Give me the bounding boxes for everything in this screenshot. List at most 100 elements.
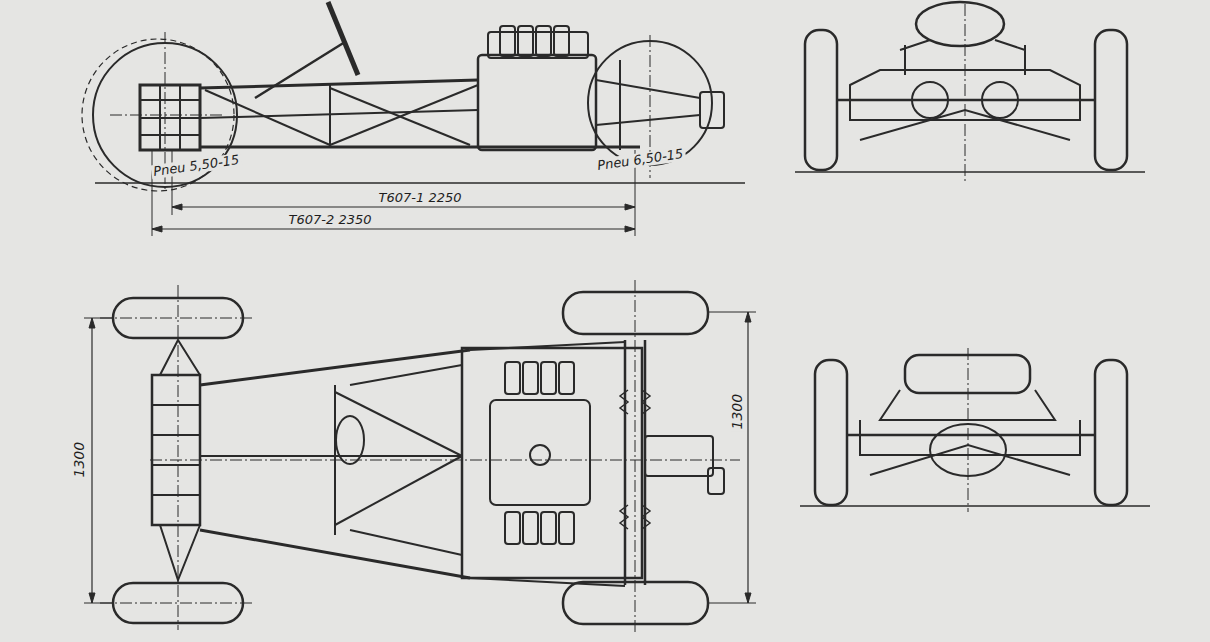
drawing-line (505, 512, 520, 544)
drawing-line (541, 512, 556, 544)
drawing-line (200, 530, 470, 578)
drawing-line (91, 318, 92, 603)
drawing-line (596, 80, 700, 98)
drawing-line (912, 82, 948, 118)
side-view (82, 2, 745, 236)
drawing-line (172, 150, 173, 215)
drawing-line (596, 115, 700, 125)
tyre-size: Pneu 6,50-15 (594, 147, 686, 174)
drawing-line (860, 110, 1070, 140)
drawing-line (880, 390, 1055, 420)
drawing-line (335, 392, 462, 456)
drawing-line (329, 84, 331, 148)
drawing-line (488, 32, 588, 58)
drawing-line (536, 26, 551, 56)
drawing-line (160, 340, 200, 580)
drawing-line (328, 2, 358, 75)
drawing-line (490, 400, 590, 505)
drawing-line (505, 362, 520, 394)
drawing-line (645, 436, 713, 476)
drawing-line (559, 362, 574, 394)
drawing-line (541, 362, 556, 394)
drawing-line (150, 460, 740, 461)
drawing-line (330, 88, 470, 145)
drawing-line (518, 26, 533, 56)
drawing-line (847, 434, 1095, 437)
drawing-line (152, 150, 153, 236)
drawing-line (140, 99, 200, 101)
drawing-line (335, 456, 462, 525)
drawing-line (152, 494, 200, 496)
track-dimension: 1300 (730, 392, 745, 432)
drawing-line (554, 26, 569, 56)
drawing-line (700, 92, 724, 128)
front-view (795, 2, 1145, 182)
drawing-line (708, 603, 756, 604)
drawing-line (84, 318, 113, 319)
drawing-line (200, 80, 478, 88)
tyre-size: Pneu 5,50-15 (150, 153, 242, 180)
drawing-line (708, 468, 724, 494)
drawing-line (179, 85, 181, 150)
drawing-line (350, 530, 462, 555)
drawing-line (850, 70, 1080, 120)
drawing-line (152, 204, 635, 232)
drawing-line (523, 512, 538, 544)
drawing-line (462, 348, 642, 578)
drawing-line (478, 55, 596, 150)
drawing-line (930, 424, 1006, 476)
drawing-line (968, 348, 969, 512)
drawing-line (152, 375, 200, 525)
top-view (84, 280, 756, 632)
drawing-line (334, 385, 336, 535)
drawing-line (708, 312, 756, 313)
drawing-line (89, 312, 751, 603)
drawing-line (205, 90, 330, 145)
drawing-line (100, 603, 255, 604)
drawing-line (200, 110, 478, 118)
drawing-line (815, 360, 847, 505)
drawing-line (350, 365, 462, 385)
drawing-line (336, 416, 364, 464)
drawing-line (805, 30, 837, 170)
track-dimension: 1300 (72, 440, 87, 480)
drawing-line (470, 578, 625, 586)
drawing-line (200, 350, 470, 385)
drawing-line (140, 117, 200, 119)
drawing-line (800, 505, 1150, 507)
drawing-line (1095, 30, 1127, 170)
drawing-line (470, 342, 625, 350)
drawing-line (965, 4, 966, 182)
wheelbase-dimension: T607-2 2350 (287, 213, 374, 227)
drawing-line (255, 42, 345, 98)
drawing-line (140, 85, 200, 150)
drawing-line (152, 228, 635, 229)
drawing-line (860, 420, 1080, 455)
drawing-line (523, 362, 538, 394)
drawing-line (110, 115, 222, 116)
drawing-line (870, 445, 1070, 475)
drawing-line (152, 404, 200, 406)
drawing-line (140, 134, 200, 136)
drawing-line (747, 312, 748, 603)
rear-view (800, 348, 1150, 512)
drawing-line (795, 171, 1145, 173)
drawing-line (100, 318, 255, 319)
wheelbase-dimension: T607-1 2250 (377, 191, 464, 205)
drawing-line (200, 146, 640, 149)
drawing-line (559, 512, 574, 544)
drawing-line (152, 434, 200, 436)
drawing-line (619, 60, 621, 150)
drawing-line (530, 445, 550, 465)
drawing-line (500, 26, 515, 56)
drawing-line (625, 340, 645, 585)
drawing-line (837, 99, 1095, 102)
drawing-line (152, 464, 200, 466)
drawing-line (1095, 360, 1127, 505)
drawing-line (159, 85, 161, 150)
drawing-line (200, 455, 462, 457)
drawing-line (172, 206, 635, 207)
drawing-line (905, 355, 1030, 393)
drawing-line (330, 85, 478, 145)
